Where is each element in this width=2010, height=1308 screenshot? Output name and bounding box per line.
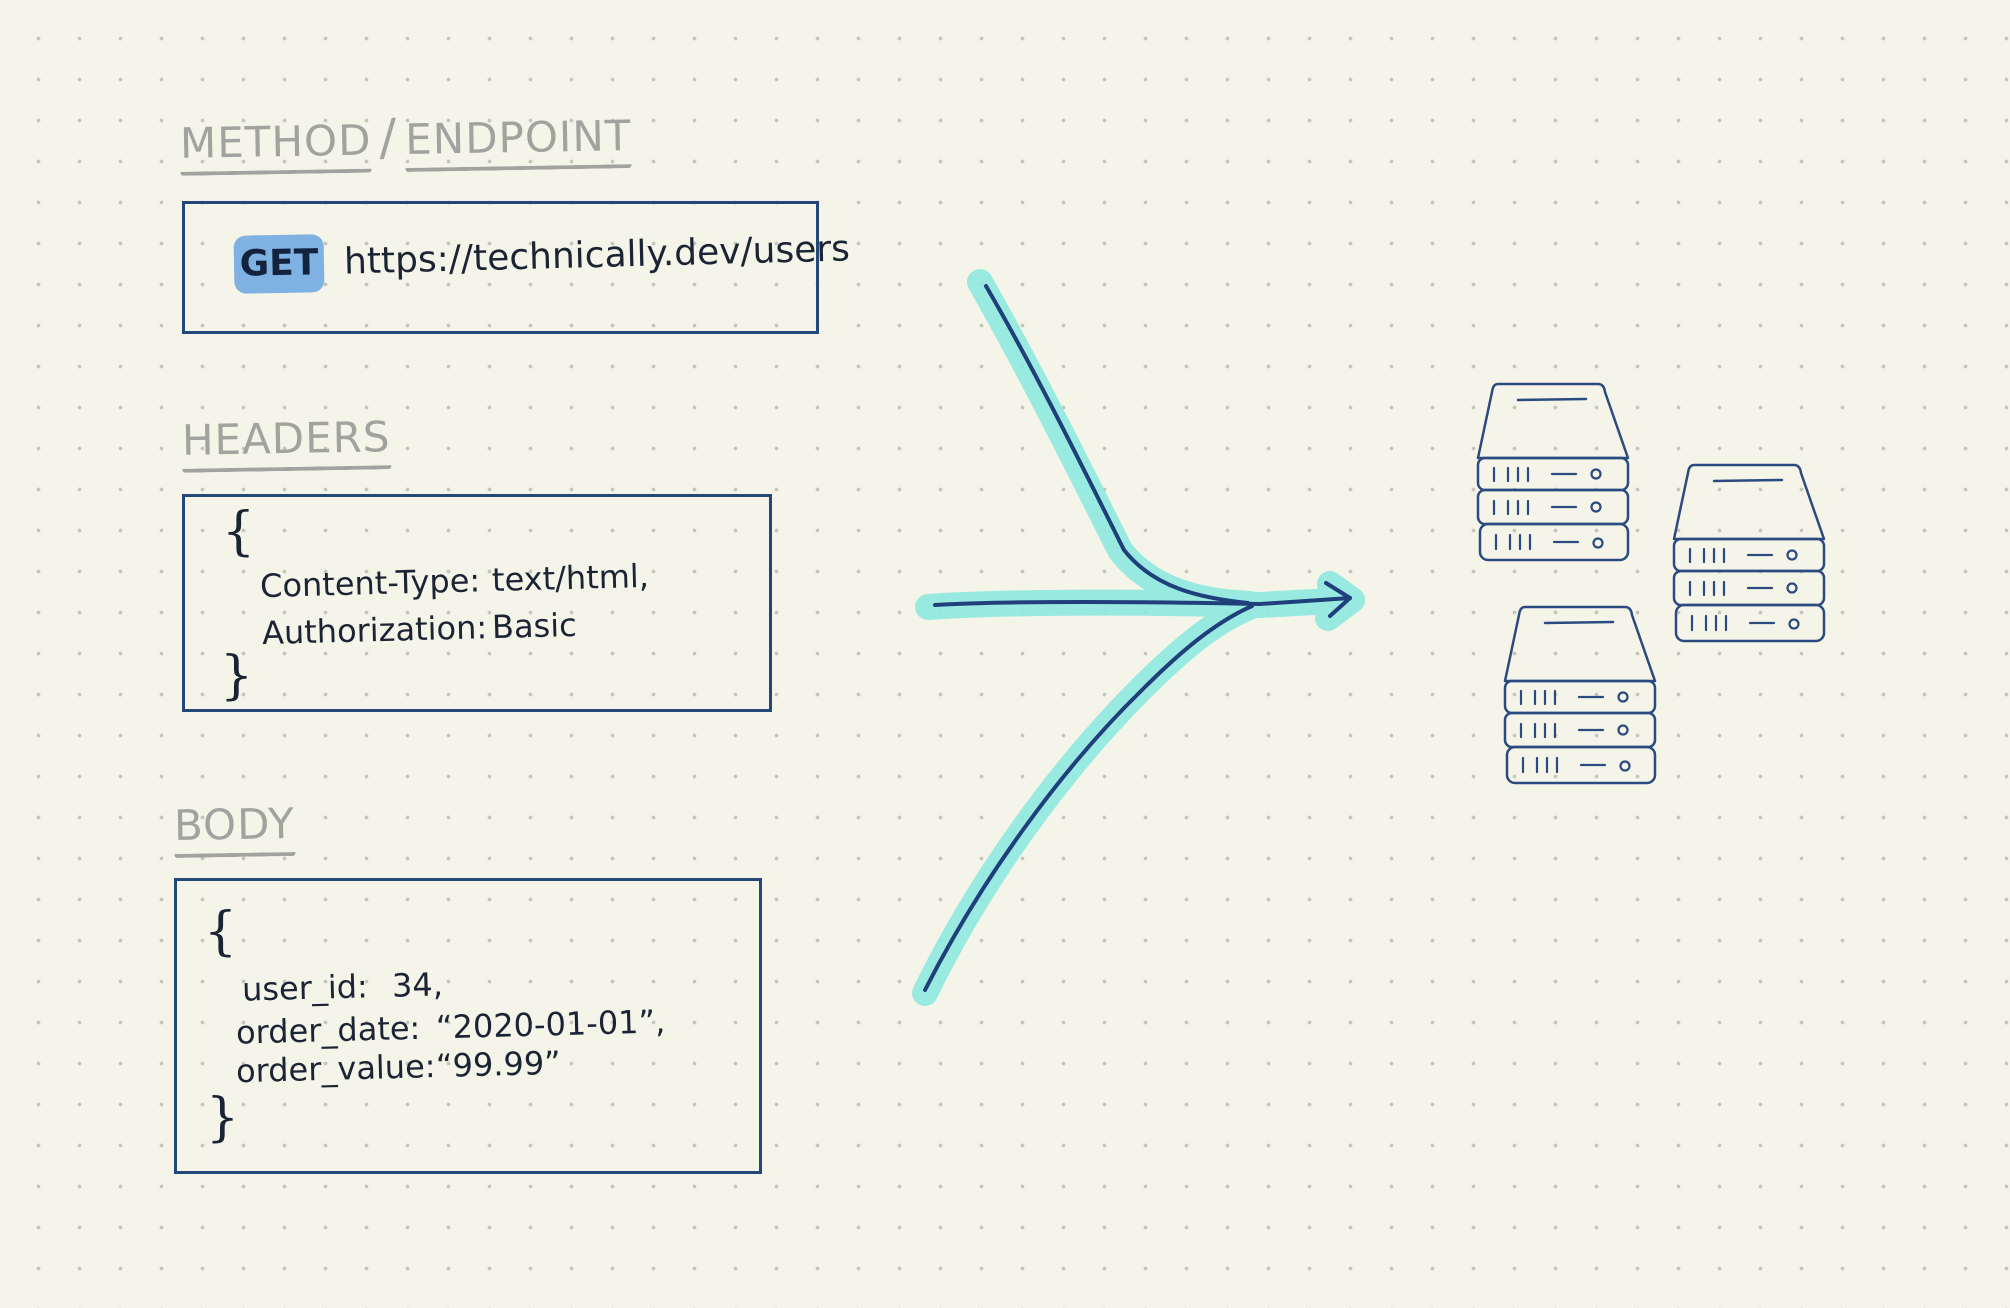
server-stack-icon	[1672, 463, 1826, 643]
server-stack-icon	[1503, 605, 1657, 785]
body-open-brace: {	[204, 902, 238, 962]
body-close-brace: }	[206, 1088, 240, 1148]
method-endpoint-box	[182, 201, 819, 334]
arrow-icon	[923, 284, 1352, 992]
headers-open-brace: {	[222, 502, 256, 562]
headers-box	[182, 494, 772, 712]
arrow-highlight	[912, 269, 1365, 1006]
headers-close-brace: }	[220, 646, 254, 706]
server-stack-icon	[1476, 382, 1630, 562]
body-box	[174, 878, 762, 1174]
